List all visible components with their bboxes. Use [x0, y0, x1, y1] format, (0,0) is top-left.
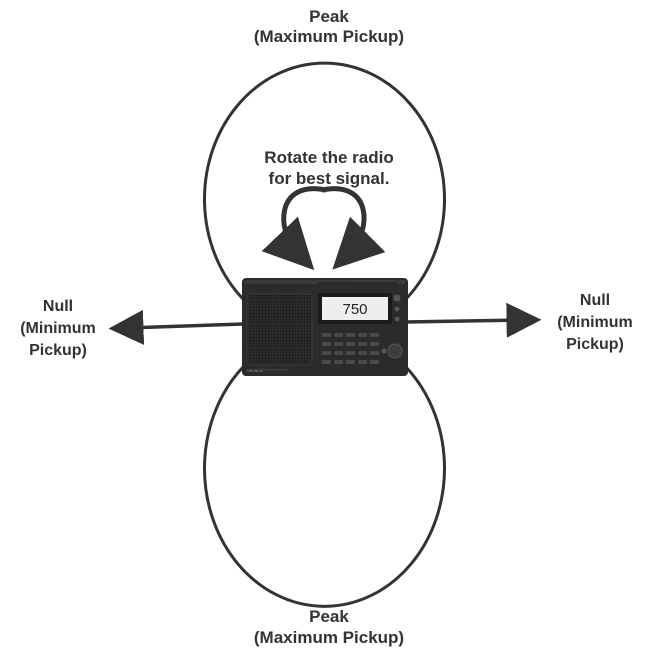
null-right-sublabel-2: Pickup) [566, 336, 624, 353]
null-right-sublabel-1: (Minimum [557, 314, 633, 331]
peak-top-sublabel: (Maximum Pickup) [254, 27, 404, 46]
rotate-instruction-line2: for best signal. [269, 169, 390, 188]
null-arrow-left [108, 309, 244, 345]
bottom-peak-lobe [203, 364, 446, 608]
radio-frequency-readout: 750 [342, 301, 367, 318]
radio-display [322, 297, 388, 320]
rotate-instruction-line1: Rotate the radio [264, 148, 393, 167]
rotate-arrow-right [321, 186, 386, 270]
peak-bottom-label: Peak [309, 607, 349, 626]
radio: · · · · · · · · · · · · 750 [242, 278, 408, 376]
svg-text:· · · · · · · · · · · ·: · · · · · · · · · · · · [320, 285, 345, 289]
top-peak-lobe [203, 61, 446, 302]
null-arrow-right [404, 302, 542, 338]
null-left-sublabel-2: Pickup) [29, 342, 87, 359]
radio-brand-logo: GRUNDIG [247, 369, 264, 373]
peak-top-label: Peak [309, 7, 349, 26]
null-left-label: Null [43, 298, 73, 315]
rotate-arrow-left [261, 186, 327, 271]
radio-tuning-dial [387, 343, 403, 359]
null-right-label: Null [580, 292, 610, 309]
speaker-grille [246, 293, 313, 366]
radio-power-knob [393, 294, 401, 302]
null-left-sublabel-1: (Minimum [20, 320, 96, 337]
radio-keypad [322, 333, 379, 364]
peak-bottom-sublabel: (Maximum Pickup) [254, 628, 404, 647]
